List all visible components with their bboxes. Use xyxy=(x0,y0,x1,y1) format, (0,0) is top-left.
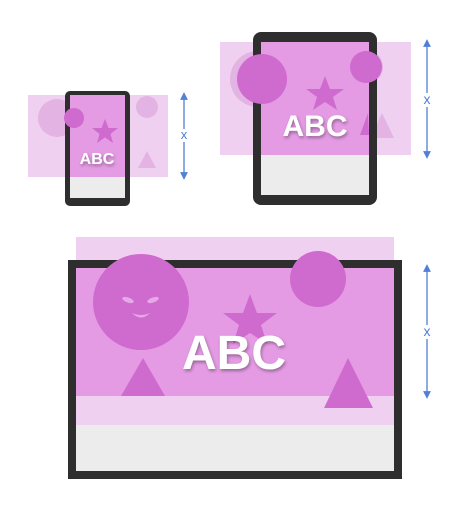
laptop-triangle-right xyxy=(324,358,373,408)
phone-face-circle xyxy=(64,108,84,128)
tablet-device: ABC x xyxy=(220,32,432,205)
tablet-circle xyxy=(350,51,382,83)
phone-screen xyxy=(70,95,125,177)
tablet-face-circle xyxy=(237,54,287,104)
laptop-circle xyxy=(290,251,346,307)
tablet-screen-lower xyxy=(261,155,369,195)
laptop-face-circle xyxy=(93,254,189,350)
tablet-star xyxy=(306,76,344,110)
laptop-label: ABC xyxy=(182,327,286,380)
laptop-dimension-label: x xyxy=(424,323,431,339)
phone-screen-lower xyxy=(70,177,125,198)
tablet-label: ABC xyxy=(283,110,348,143)
laptop-triangle-left xyxy=(121,358,165,396)
laptop-star xyxy=(223,294,277,344)
phone-overflow-triangle xyxy=(138,151,156,168)
laptop-dimension-label-bg xyxy=(422,325,432,339)
phone-label: ABC xyxy=(80,151,115,168)
laptop-device: ABC x xyxy=(68,237,432,479)
tablet-dimension-label: x xyxy=(424,91,431,107)
phone-dimension-label: x xyxy=(181,127,188,142)
tablet-dimension-label-bg xyxy=(422,93,432,107)
phone-star xyxy=(92,119,118,143)
laptop-face-features xyxy=(122,296,159,318)
phone-device: ABC x xyxy=(28,91,189,206)
tablet-triangle xyxy=(360,113,369,135)
phone-dimension-label-bg xyxy=(179,129,189,142)
phone-overflow-circle xyxy=(136,96,158,118)
